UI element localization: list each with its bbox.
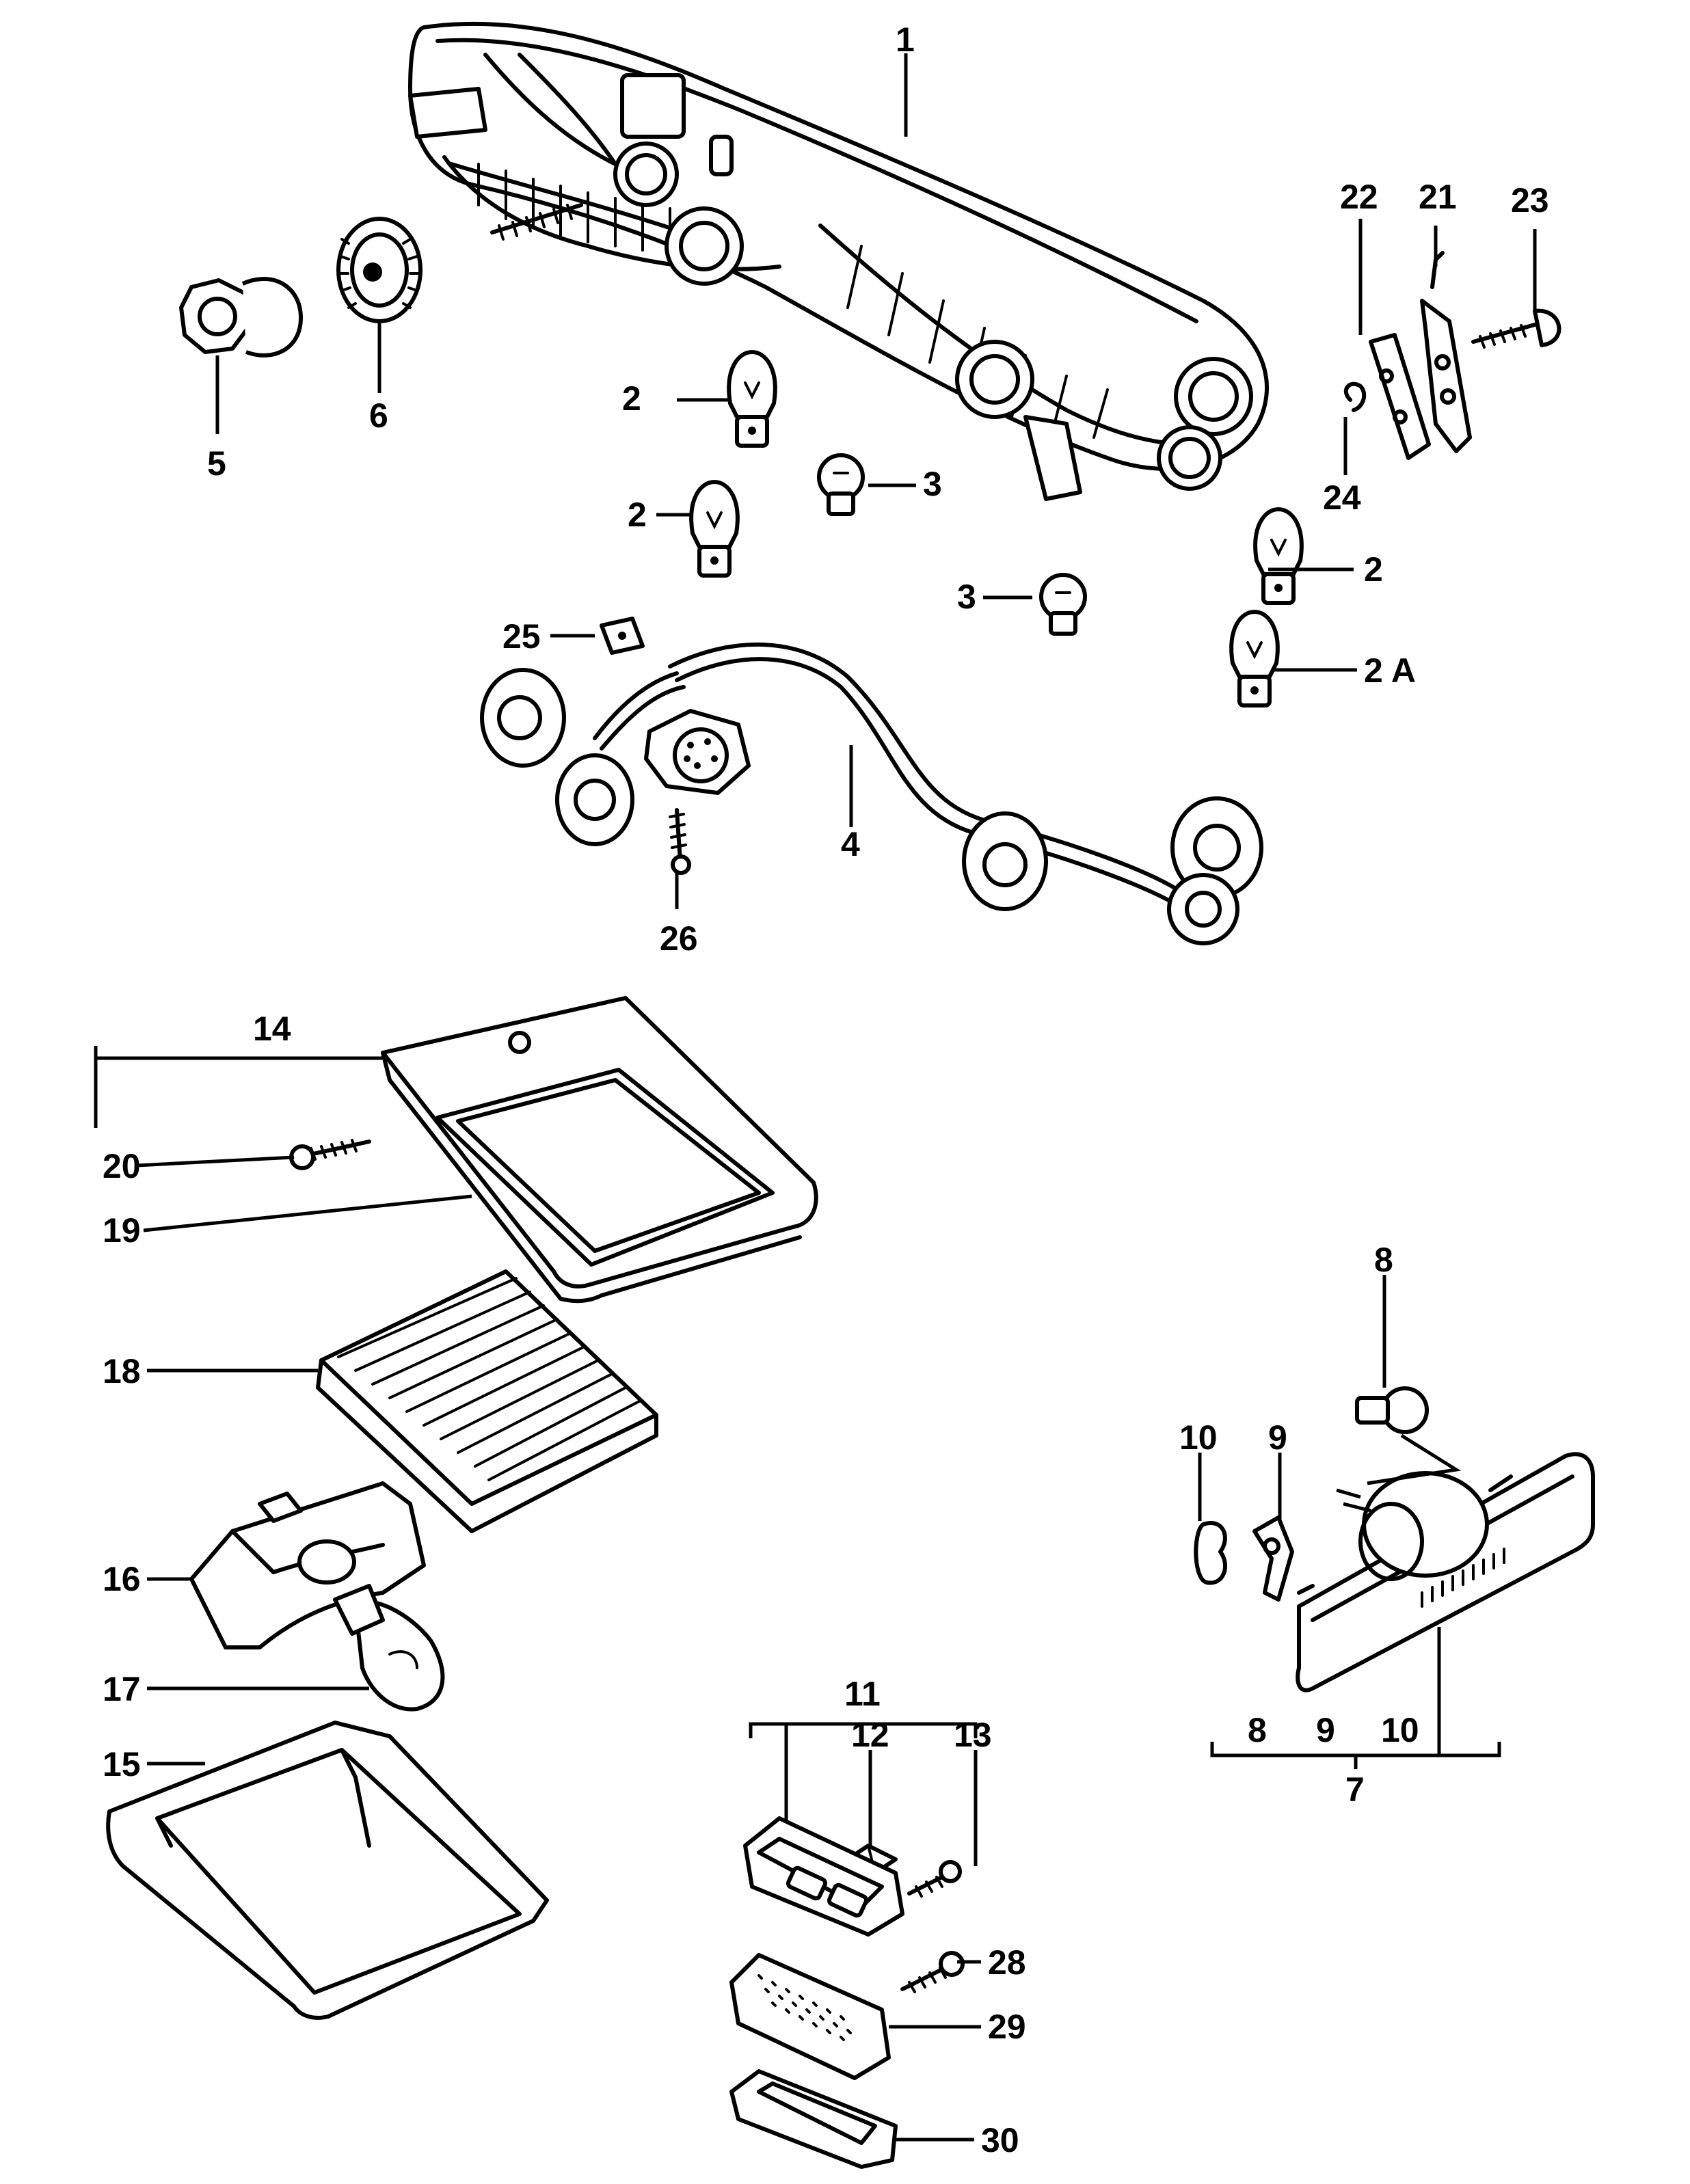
callout-25: 25 xyxy=(502,617,541,656)
callout-2: 2 xyxy=(622,379,641,418)
bulb-3-a xyxy=(817,453,865,516)
leader-lines xyxy=(136,53,1537,2142)
base-housing-15 xyxy=(106,1721,549,2020)
screw-20 xyxy=(289,1139,371,1170)
callout-16: 16 xyxy=(103,1560,141,1598)
callout-21: 21 xyxy=(1419,178,1457,216)
gasket-22 xyxy=(1369,333,1431,460)
screw-23 xyxy=(1471,308,1561,349)
callout-26: 26 xyxy=(660,919,698,958)
tail-light-housing xyxy=(408,21,1269,501)
callout-9: 9 xyxy=(1316,1711,1335,1749)
bulb-2-b xyxy=(689,480,740,578)
bulb-2A xyxy=(1229,610,1280,707)
callout-6: 6 xyxy=(369,396,388,435)
callout-4: 4 xyxy=(841,825,860,863)
callout-8: 8 xyxy=(1374,1241,1393,1279)
bulb-2-c xyxy=(1253,507,1304,605)
callout-2A: 2 A xyxy=(1364,651,1416,690)
callout-3: 3 xyxy=(957,578,976,616)
callout-2: 2 xyxy=(1364,550,1383,589)
bracket-21 xyxy=(1420,251,1472,453)
callout-18: 18 xyxy=(103,1352,141,1390)
clip-24 xyxy=(1343,381,1367,412)
callout-8: 8 xyxy=(1248,1711,1267,1749)
clip-9 xyxy=(1252,1515,1294,1602)
screw-26 xyxy=(669,808,691,875)
side-marker-7 xyxy=(1296,1452,1595,1693)
callout-12: 12 xyxy=(851,1716,889,1754)
callout-labels: 1 2 2 3 2 3 2 A 5 6 22 21 23 24 25 4 26 … xyxy=(103,21,1549,2159)
callout-2: 2 xyxy=(628,496,647,534)
socket-29 xyxy=(729,1953,891,2080)
bulb-3-b xyxy=(1039,573,1087,636)
callout-14: 14 xyxy=(253,1010,291,1048)
callout-9: 9 xyxy=(1268,1418,1287,1457)
callout-20: 20 xyxy=(103,1147,141,1185)
callout-5: 5 xyxy=(207,444,226,483)
grommet xyxy=(336,217,422,323)
callout-29: 29 xyxy=(988,2008,1026,2046)
bulb-17 xyxy=(333,1584,445,1712)
screw-13 xyxy=(907,1860,962,1898)
assembly-7-bracket xyxy=(1210,1627,1501,1769)
callout-10: 10 xyxy=(1179,1418,1218,1457)
screw-28 xyxy=(900,1951,965,1993)
callout-30: 30 xyxy=(981,2121,1019,2159)
callout-28: 28 xyxy=(988,1943,1026,1982)
callout-19: 19 xyxy=(103,1211,141,1250)
callout-24: 24 xyxy=(1323,478,1361,517)
socket-10 xyxy=(1194,1521,1228,1585)
pad-25 xyxy=(600,617,645,655)
reflector-18 xyxy=(316,1269,658,1533)
callout-3: 3 xyxy=(923,465,942,503)
callout-17: 17 xyxy=(103,1670,141,1708)
assembly-14-bracket xyxy=(94,1046,416,1128)
callout-10: 10 xyxy=(1381,1711,1419,1749)
bulb-2-a xyxy=(727,350,777,448)
nut xyxy=(179,277,303,358)
socket-housing-16 xyxy=(189,1481,426,1649)
callout-23: 23 xyxy=(1511,181,1549,219)
wiring-harness xyxy=(480,642,1263,945)
callout-22: 22 xyxy=(1340,178,1378,216)
bulb-8 xyxy=(1355,1386,1429,1434)
callout-13: 13 xyxy=(954,1716,992,1754)
license-lamp-lens xyxy=(743,1816,904,1937)
gasket-30 xyxy=(729,2069,898,2169)
callout-11: 11 xyxy=(844,1675,881,1713)
callout-7: 7 xyxy=(1345,1770,1365,1809)
assembly-7-guides xyxy=(1336,1433,1462,1513)
callout-15: 15 xyxy=(103,1745,141,1783)
callout-1: 1 xyxy=(896,21,915,59)
lens-frame-19 xyxy=(381,996,818,1304)
